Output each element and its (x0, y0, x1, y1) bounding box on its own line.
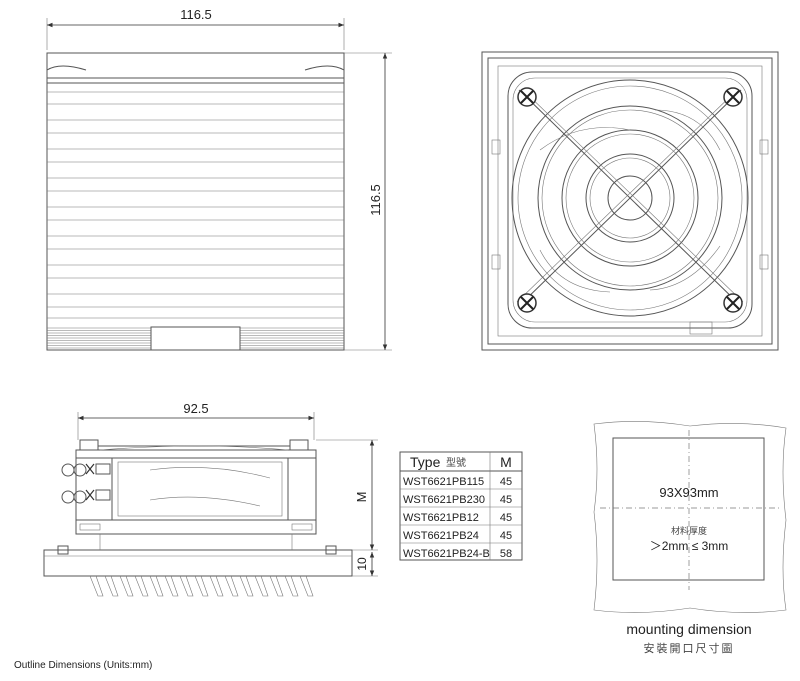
mounting-diagram: 93X93mm 材料厚度 ＞2mm ≤ 3mm mounting dimensi… (593, 421, 787, 655)
heatsink-fin (149, 575, 164, 597)
table-row-type: WST6621PB230 (403, 494, 485, 506)
side-base-label: 10 (355, 557, 369, 571)
heatsink-fin (119, 575, 134, 597)
fan-view (481, 51, 779, 351)
table-row-m: 45 (500, 530, 512, 542)
heatsink-fin (254, 575, 269, 597)
table-row-type: WST6621PB24 (403, 530, 479, 542)
heatsink-fin (164, 575, 179, 597)
table-row-m: 45 (500, 512, 512, 524)
table-row-type: WST6621PB115 (403, 476, 484, 488)
table-row-m: 45 (500, 476, 512, 488)
front-view: 116.5 116.5 (46, 7, 392, 351)
table-header-type-cn: 型號 (446, 456, 466, 469)
heatsink-fin (239, 575, 254, 597)
connector-icons (61, 463, 111, 504)
heatsink-fin (89, 575, 104, 597)
mounting-size-label: 93X93mm (659, 485, 718, 500)
heatsink-fin (104, 575, 119, 597)
side-m-label: M (354, 492, 369, 503)
table-header-m: M (500, 454, 512, 470)
front-vents (47, 327, 344, 349)
table-header-type: Type (410, 454, 441, 470)
mounting-title: mounting dimension (626, 621, 751, 637)
heatsink-fin (209, 575, 224, 597)
heatsink-fins (89, 575, 314, 597)
heatsink-fin (269, 575, 284, 597)
heatsink-fin (179, 575, 194, 597)
heatsink-fin (284, 575, 299, 597)
side-view: 92.5 (43, 401, 378, 597)
heatsink-fin (299, 575, 314, 597)
type-table: Type 型號 M WST6621PB115 45 WST6621PB230 4… (399, 451, 523, 561)
table-row-type: WST6621PB24-B (403, 548, 490, 560)
heatsink-fin (194, 575, 209, 597)
heatsink-fin (224, 575, 239, 597)
table-row-type: WST6621PB12 (403, 512, 479, 524)
front-height-label: 116.5 (368, 184, 383, 216)
fan-screw-icons (517, 87, 743, 313)
side-width-label: 92.5 (183, 401, 208, 416)
footer-caption: Outline Dimensions (Units:mm) (14, 660, 152, 671)
table-row-m: 58 (500, 548, 512, 560)
mounting-thickness-range: ＞2mm ≤ 3mm (650, 539, 729, 553)
front-width-label: 116.5 (180, 7, 212, 22)
table-row-m: 45 (500, 494, 512, 506)
mounting-title-cn: 安裝開口尺寸圖 (644, 641, 735, 655)
mounting-thickness-cn: 材料厚度 (671, 525, 707, 537)
heatsink-fin (134, 575, 149, 597)
front-fins (47, 91, 344, 319)
